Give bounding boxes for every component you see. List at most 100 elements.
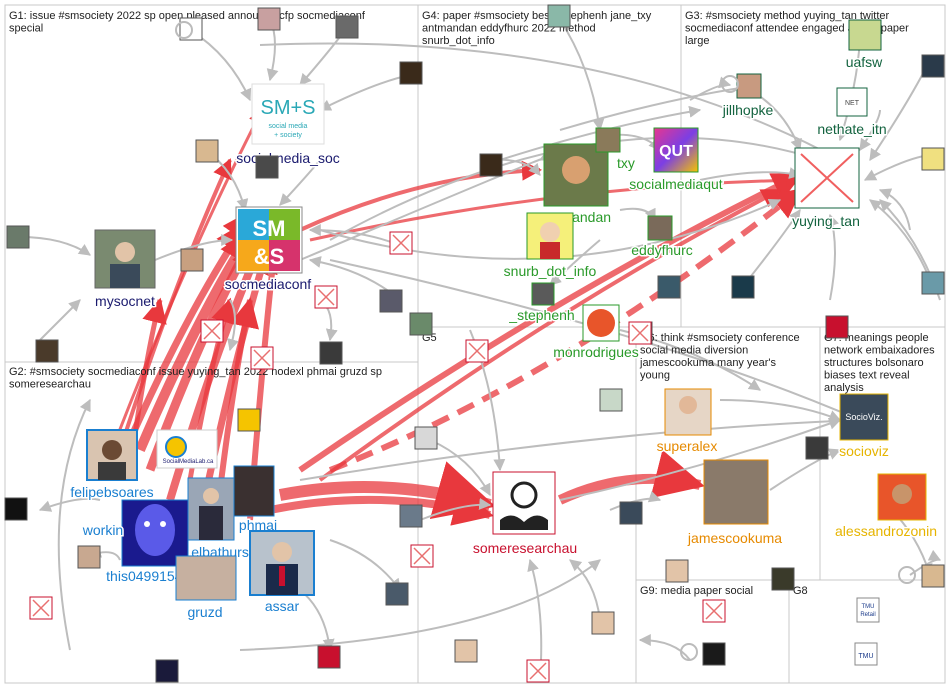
edge-gray [318, 74, 411, 111]
small-avatar-node[interactable] [921, 147, 945, 171]
node-monrodrigues[interactable]: monrodrigues [552, 304, 640, 362]
small-avatar-node[interactable] [255, 155, 279, 179]
net-logo: NET [845, 100, 860, 107]
label-phmai: assar [265, 598, 300, 614]
node-_stephenh[interactable]: _stephenh [507, 282, 576, 325]
node-assar[interactable]: phmai [233, 465, 279, 535]
node-workin[interactable]: workin [80, 521, 124, 540]
edge-red [269, 486, 494, 526]
small-avatar-node[interactable] [319, 341, 343, 365]
small-avatar-node[interactable] [414, 426, 438, 450]
node-jamescookuma[interactable]: jamescookuma [685, 459, 784, 548]
small-avatar-node[interactable] [35, 339, 59, 363]
node-snurb_dot_info[interactable]: snurb_dot_info [502, 212, 598, 281]
edge-gray [827, 213, 839, 301]
node-socioviz[interactable]: SocioViz. socioviz [838, 393, 890, 461]
node-elbathurst[interactable]: elbathurst [187, 477, 254, 562]
node-mysocnet[interactable]: mysocnet [94, 229, 157, 311]
label-socmediaconf: socmediaconf [225, 276, 311, 292]
group-label-g9: G9: media paper social [640, 585, 753, 597]
label-socialmediaqut: socialmediaqut [629, 176, 722, 192]
node-this0499154500[interactable]: this0499154500 [105, 499, 208, 586]
edge-gray [609, 490, 662, 511]
small-avatar-node[interactable] [385, 582, 409, 606]
node-yuying_tan[interactable]: yuying_tan [791, 147, 861, 231]
small-avatar-node[interactable] [619, 501, 643, 525]
group-label-g6: G6: think #smsociety conference [640, 332, 800, 344]
small-avatar-node[interactable] [921, 54, 945, 78]
small-avatar-node[interactable] [317, 645, 341, 669]
small-avatar-node[interactable] [237, 408, 261, 432]
node-tmu-retail[interactable]: TMU Retail [856, 597, 880, 623]
small-avatar-node[interactable] [825, 315, 849, 339]
sm-and-s-logo: SM [253, 216, 286, 241]
node-eddyfhurc[interactable]: eddyfhurc [630, 215, 694, 260]
small-avatar-node[interactable] [591, 611, 615, 635]
edge-gray-long [259, 42, 842, 161]
broken-image-icon [529, 662, 547, 680]
small-avatar-node[interactable] [399, 504, 423, 528]
node-felipebsoares[interactable]: felipebsoares [69, 429, 155, 502]
small-avatar-node[interactable] [921, 271, 945, 295]
group-label-g4: G4: paper #smsociety best _stephenh jane… [422, 10, 652, 22]
small-avatar-node[interactable] [4, 497, 28, 521]
small-avatar-node[interactable] [6, 225, 30, 249]
small-avatar-node[interactable] [805, 436, 829, 460]
sm-s-logo: SM+S [260, 97, 315, 119]
label-assar: phmai [239, 517, 277, 533]
broken-image-icon [317, 288, 335, 306]
node-phmai[interactable]: assar [249, 530, 315, 616]
node-uafsw[interactable]: uafsw [844, 19, 885, 72]
small-avatar-node[interactable] [409, 312, 433, 336]
small-avatar-node[interactable] [77, 545, 101, 569]
node-socialmedia_soc[interactable]: SM+S social media + society socialmedia_… [235, 83, 341, 168]
node-smlab[interactable]: SocialMediaLab.ca [156, 429, 218, 469]
node-nethate_itn[interactable]: NET nethate_itn [816, 87, 888, 139]
node-socialmediaqut[interactable]: QUT socialmediaqut [628, 127, 724, 194]
small-avatar-node[interactable] [547, 4, 571, 28]
group-label-g7: structures bolsonaro [824, 357, 924, 369]
small-avatar-node[interactable] [379, 289, 403, 313]
small-avatar-node[interactable] [180, 248, 204, 272]
small-avatar-node[interactable] [921, 564, 945, 588]
small-avatar-node[interactable] [399, 61, 423, 85]
tmu-logo: TMU [858, 653, 873, 660]
edge-red [557, 449, 705, 505]
small-avatar-node[interactable] [155, 659, 179, 683]
small-avatar-node[interactable] [599, 388, 623, 412]
node-someresearchau[interactable]: someresearchau [471, 471, 579, 558]
edge-gray [863, 154, 931, 181]
node-socmediaconf[interactable]: SM &S socmediaconf [223, 206, 313, 294]
small-avatar-node[interactable] [257, 7, 281, 31]
node-jillhopke[interactable]: jillhopke [720, 73, 775, 120]
edge-gray-long [329, 259, 862, 422]
small-avatar-node[interactable] [479, 153, 503, 177]
edge-gray [769, 448, 842, 491]
small-avatar-node[interactable] [771, 567, 795, 591]
node-alessandrozonin[interactable]: alessandrozonin [834, 473, 938, 541]
group-label-g7: biases text reveal [824, 370, 910, 382]
broken-image-icon [32, 599, 50, 617]
small-avatar-node[interactable] [195, 139, 219, 163]
label-socioviz: socioviz [839, 443, 889, 459]
broken-image-icon [413, 547, 431, 565]
small-avatar-node[interactable] [702, 642, 726, 666]
node-tmu[interactable]: TMU [854, 642, 878, 666]
label-someresearchau: someresearchau [473, 540, 577, 556]
small-avatar-node[interactable] [335, 15, 359, 39]
label-gruzd: gruzd [187, 604, 222, 620]
self-loop [721, 75, 739, 93]
edge-gray [859, 109, 881, 151]
edge-gray-long [57, 398, 91, 651]
edge-gray [227, 299, 239, 352]
node-superalex[interactable]: superalex [655, 388, 719, 456]
node-gruzd[interactable]: gruzd [175, 555, 237, 622]
edge-gray [559, 19, 605, 132]
edge-gray [154, 234, 234, 261]
small-avatar-node[interactable] [731, 275, 755, 299]
small-avatar-node[interactable] [665, 559, 689, 583]
small-avatar-node[interactable] [454, 639, 478, 663]
small-avatar-node[interactable] [657, 275, 681, 299]
edge-gray-long [559, 417, 842, 501]
node-txy[interactable]: txy [595, 127, 636, 173]
